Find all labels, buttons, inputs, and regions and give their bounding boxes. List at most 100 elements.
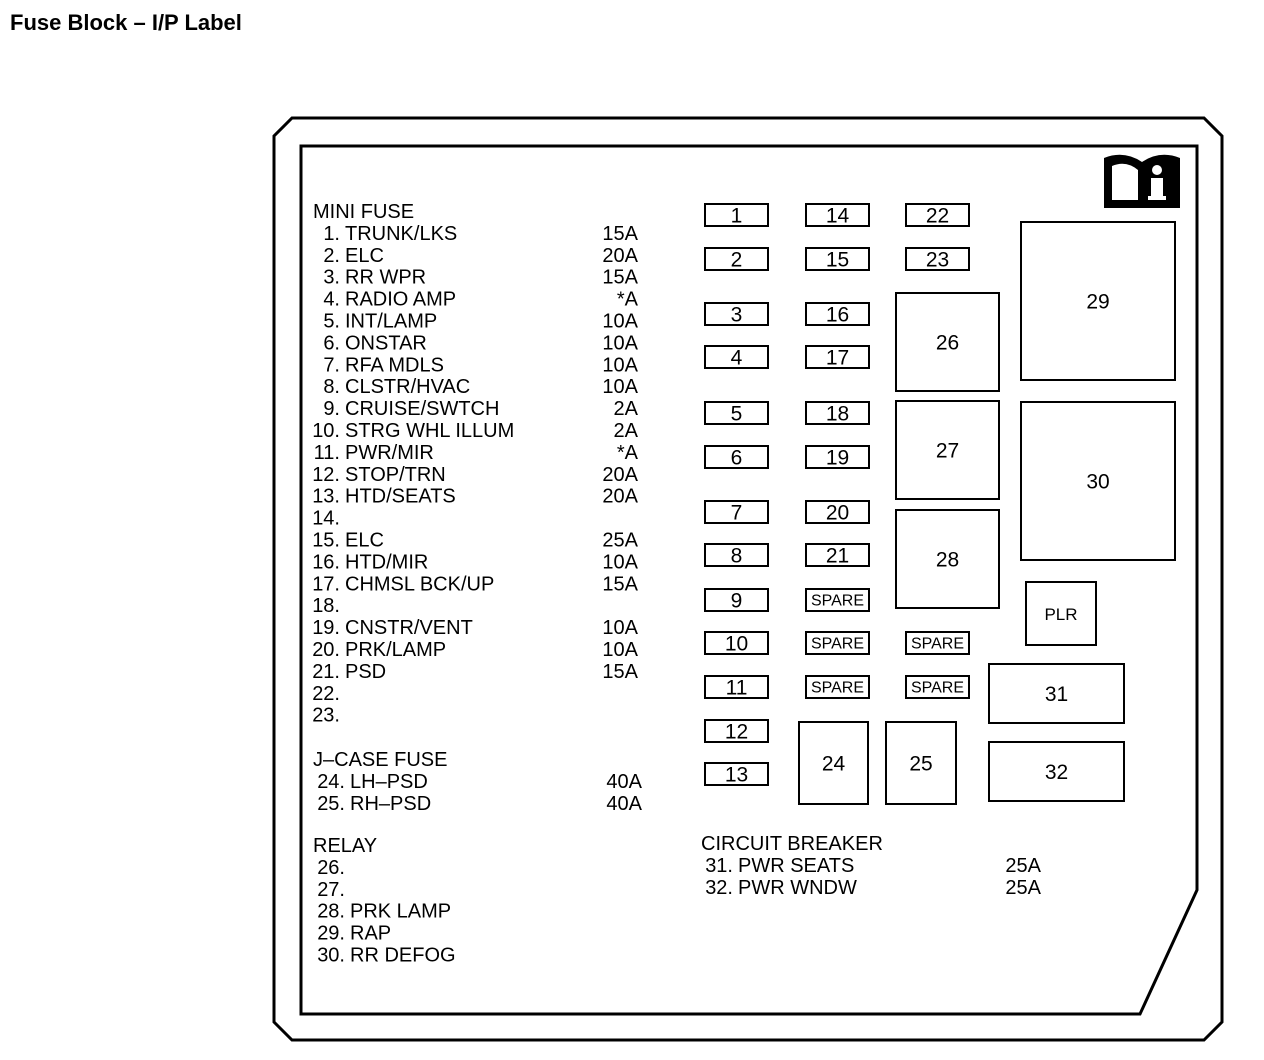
legend-item-number: 26. (317, 857, 345, 879)
spare-fuse-box-label: SPARE (911, 636, 964, 653)
legend-item-number: 5. (323, 311, 340, 333)
fuse-box-3: 3 (704, 302, 769, 327)
fuse-box-8-label: 8 (731, 545, 743, 568)
legend-item-name: CHMSL BCK/UP (345, 573, 494, 595)
plr-box-label: PLR (1044, 605, 1077, 624)
legend-item-name: ELC (345, 245, 384, 267)
fuse-box-10-outline (704, 631, 769, 655)
fuse-box-13-outline (704, 762, 769, 786)
legend-item-amperage: *A (617, 442, 639, 464)
fuse-box-7-outline (704, 500, 769, 524)
spare-fuse-box-label: SPARE (911, 680, 964, 697)
fuse-box-3-label: 3 (731, 304, 743, 327)
fuse-box-7: 7 (704, 500, 769, 525)
legend-item-name: STRG WHL ILLUM (345, 420, 514, 442)
legend-item-name: STOP/TRN (345, 464, 446, 486)
fuse-box-18: 18 (805, 401, 870, 426)
legend-item-name: RR DEFOG (350, 945, 456, 967)
spare-fuse-box-outline (805, 675, 870, 699)
relay-box-27: 27 (895, 400, 1000, 500)
relay-box-26-label: 26 (936, 332, 959, 355)
legend-item-number: 7. (323, 354, 340, 376)
legend-item-amperage: 10A (602, 551, 638, 573)
legend-item-number: 4. (323, 289, 340, 311)
fuse-box-9-label: 9 (731, 590, 743, 613)
inner-label-border (299, 144, 1199, 1016)
jcase-fuse-box-25: 25 (885, 721, 957, 805)
fuse-box-23-label: 23 (926, 249, 949, 272)
circuit-breaker-heading: CIRCUIT BREAKER (701, 833, 883, 855)
legend-item-number: 12. (312, 464, 340, 486)
legend-item-name: RH–PSD (350, 793, 431, 815)
relay-box-28: 28 (895, 509, 1000, 609)
legend-item-name: RR WPR (345, 267, 426, 289)
legend-item-name: PWR/MIR (345, 442, 434, 464)
legend-item-amperage: 10A (602, 332, 638, 354)
fuse-box-8: 8 (704, 543, 769, 568)
spare-fuse-box-label: SPARE (811, 680, 864, 697)
spare-fuse-box-outline (905, 631, 970, 655)
fuse-box-9: 9 (704, 588, 769, 613)
legend-item-name: CNSTR/VENT (345, 617, 473, 639)
legend-item-name: LH–PSD (350, 771, 428, 793)
legend-item-number: 18. (312, 595, 340, 617)
fuse-box-14: 14 (805, 203, 870, 228)
circuit-breaker-box-31-label: 31 (1045, 683, 1068, 706)
legend-item-number: 19. (312, 617, 340, 639)
plr-box-outline (1025, 581, 1097, 646)
legend-item-amperage: 20A (602, 464, 638, 486)
legend-item-number: 29. (317, 923, 345, 945)
circuit-breaker-box-32-label: 32 (1045, 761, 1068, 784)
fuse-box-2-outline (704, 247, 769, 271)
legend-item-number: 11. (314, 442, 340, 464)
fuse-box-2-label: 2 (731, 249, 743, 272)
jcase-fuse-box-24-outline (798, 721, 869, 805)
spare-fuse-box: SPARE (805, 675, 870, 699)
fuse-box-11-label: 11 (726, 677, 748, 700)
fuse-box-5: 5 (704, 401, 769, 426)
spare-fuse-box-outline (805, 631, 870, 655)
jcase-fuse-box-25-outline (885, 721, 957, 805)
fuse-box-18-label: 18 (826, 403, 849, 426)
legend-item-name: INT/LAMP (345, 311, 437, 333)
relay-box-26: 26 (895, 292, 1000, 392)
legend-item-name: CRUISE/SWTCH (345, 398, 499, 420)
legend-item-amperage: 10A (602, 617, 638, 639)
legend-item-number: 10. (312, 420, 340, 442)
fuse-box-13-label: 13 (725, 764, 748, 787)
spare-fuse-box-outline (805, 588, 870, 612)
legend-item-name: PSD (345, 661, 386, 683)
fuse-box-1-label: 1 (731, 205, 743, 228)
fuse-box-23-outline (905, 247, 970, 271)
fuse-box-17: 17 (805, 345, 870, 370)
fuse-box-18-outline (805, 401, 870, 425)
fuse-box-16: 16 (805, 302, 870, 327)
fuse-box-21-label: 21 (826, 545, 849, 568)
fuse-box-4: 4 (704, 345, 769, 370)
legend-item-amperage: 15A (602, 661, 638, 683)
legend-item-amperage: 20A (602, 245, 638, 267)
fuse-box-10-label: 10 (725, 633, 748, 656)
fuse-box-14-outline (805, 203, 870, 227)
mini-fuse-heading: MINI FUSE (313, 201, 414, 223)
fuse-box-6-label: 6 (731, 447, 743, 470)
fuse-box-15: 15 (805, 247, 870, 272)
legend-item-name: RFA MDLS (345, 354, 444, 376)
fuse-box-19: 19 (805, 445, 870, 470)
jcase-fuse-box-24-label: 24 (822, 753, 846, 776)
legend-item-amperage: 10A (602, 311, 638, 333)
legend-item-number: 15. (312, 530, 340, 552)
relay-box-28-outline (895, 509, 1000, 609)
circuit-breaker-box-32-outline (988, 741, 1125, 802)
legend-item-amperage: 2A (614, 420, 639, 442)
legend-item-name: PRK/LAMP (345, 639, 446, 661)
legend-item-number: 16. (312, 551, 340, 573)
legend-item-name: ONSTAR (345, 332, 427, 354)
fuse-box-6: 6 (704, 445, 769, 470)
legend-item-amperage: 10A (602, 639, 638, 661)
legend-item-name: ELC (345, 530, 384, 552)
legend-item-name: CLSTR/HVAC (345, 376, 470, 398)
fuse-box-22-outline (905, 203, 970, 227)
fuse-box-11: 11 (704, 675, 769, 700)
fuse-box-1-outline (704, 203, 769, 227)
